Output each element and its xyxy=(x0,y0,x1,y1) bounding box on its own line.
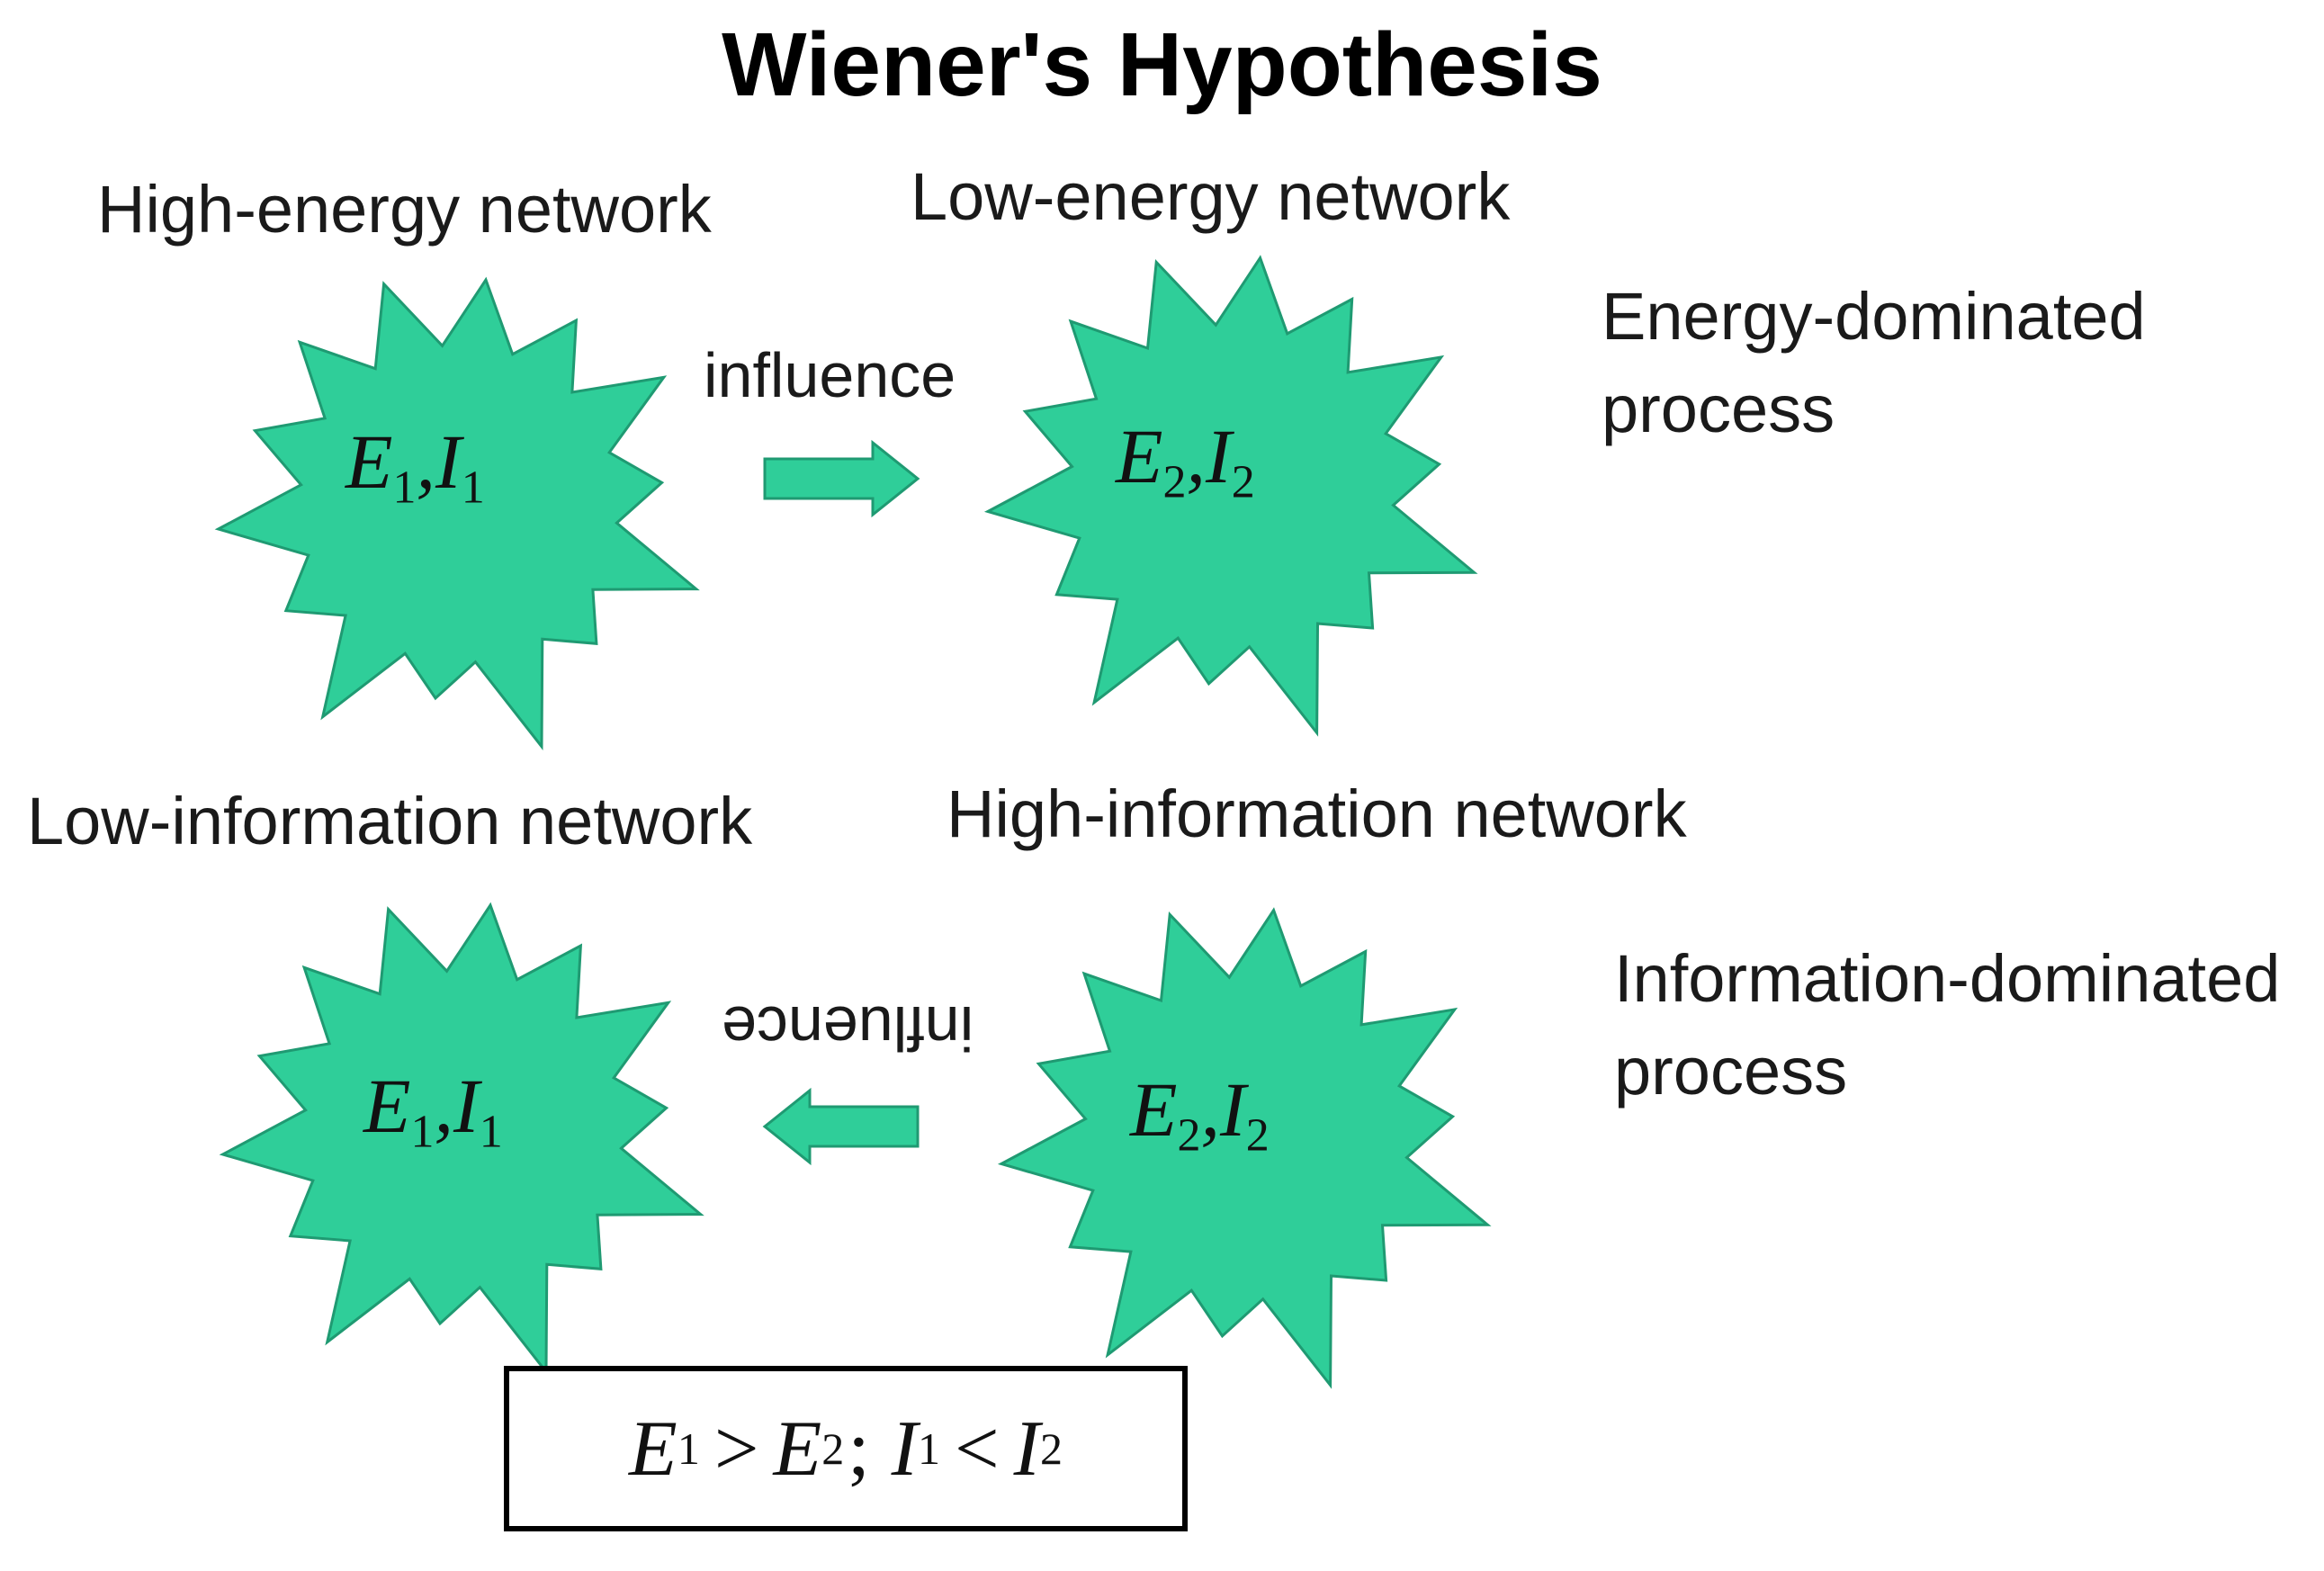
e-var: E xyxy=(1116,413,1163,499)
relation-separator: ; xyxy=(848,1405,870,1493)
e-var: E xyxy=(1130,1066,1178,1153)
energy-dominated-process-label: Energy-dominated process xyxy=(1602,270,2146,455)
relation-e2-var: E xyxy=(773,1405,822,1493)
low-information-network-label: Low-information network xyxy=(27,784,753,858)
comma: , xyxy=(416,418,436,505)
e-sub: 1 xyxy=(392,462,417,514)
star-label-low-information: E1,I1 xyxy=(363,1067,503,1156)
high-information-network-label: High-information network xyxy=(947,777,1687,851)
comma: , xyxy=(1186,413,1207,499)
star-label-high-energy: E1,I1 xyxy=(345,423,485,512)
influence-label-top: influence xyxy=(704,340,956,410)
high-information-network-star xyxy=(997,907,1492,1389)
i-sub: 1 xyxy=(479,1106,503,1158)
star-label-high-information: E2,I2 xyxy=(1130,1071,1270,1160)
e-sub: 1 xyxy=(410,1106,435,1158)
i-sub: 2 xyxy=(1231,456,1255,508)
energy-dominated-process-line1: Energy-dominated xyxy=(1602,279,2146,354)
relation-i2-sub: 2 xyxy=(1039,1423,1063,1474)
e-sub: 2 xyxy=(1162,456,1187,508)
relation-i2-var: I xyxy=(1013,1405,1040,1493)
influence-arrow-left xyxy=(762,1087,920,1166)
relation-i1-sub: 1 xyxy=(917,1423,940,1474)
information-dominated-process-label: Information-dominated process xyxy=(1614,932,2280,1118)
diagram-title: Wiener's Hypothesis xyxy=(722,14,1602,115)
energy-dominated-process-line2: process xyxy=(1602,372,1835,446)
low-information-network-star xyxy=(219,902,704,1377)
high-energy-network-label: High-energy network xyxy=(97,172,712,247)
relation-i1-var: I xyxy=(891,1405,918,1493)
relation-less-than: < xyxy=(954,1405,1000,1493)
low-energy-network-label: Low-energy network xyxy=(911,159,1511,234)
e-var: E xyxy=(345,418,393,505)
i-sub: 2 xyxy=(1245,1109,1270,1162)
influence-label-bottom-rotated: influence xyxy=(722,993,974,1064)
relation-greater-than: > xyxy=(713,1405,759,1493)
e-sub: 2 xyxy=(1177,1109,1201,1162)
high-energy-network-star xyxy=(214,276,700,751)
i-var: I xyxy=(1206,413,1232,499)
i-var: I xyxy=(453,1063,480,1149)
influence-arrow-right xyxy=(763,439,920,518)
comma: , xyxy=(434,1063,454,1149)
relation-e1-var: E xyxy=(629,1405,677,1493)
information-dominated-process-line2: process xyxy=(1614,1034,1848,1109)
star-label-low-energy: E2,I2 xyxy=(1116,417,1255,507)
i-var: I xyxy=(1220,1066,1246,1153)
low-energy-network-star xyxy=(983,255,1478,737)
relation-e2-sub: 2 xyxy=(821,1423,845,1474)
i-sub: 1 xyxy=(461,462,485,514)
comma: , xyxy=(1200,1066,1221,1153)
information-dominated-process-line1: Information-dominated xyxy=(1614,941,2281,1016)
i-var: I xyxy=(435,418,462,505)
e-var: E xyxy=(363,1063,411,1149)
relation-e1-sub: 1 xyxy=(677,1423,700,1474)
